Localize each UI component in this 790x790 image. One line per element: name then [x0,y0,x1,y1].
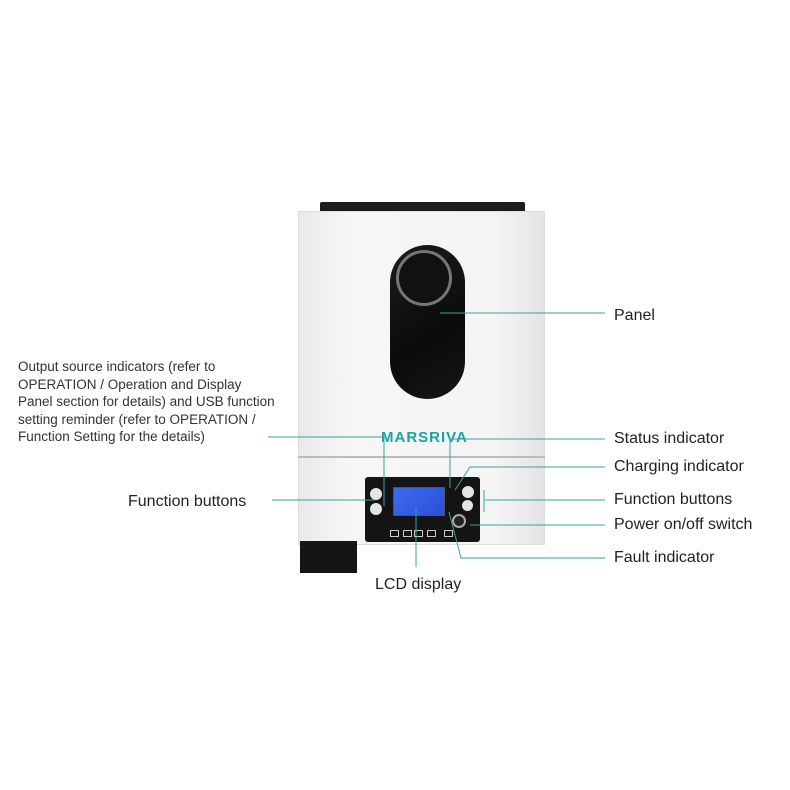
setting-button-2[interactable] [403,530,412,537]
function-button-left-1[interactable] [370,488,382,500]
brand-logo: MARSRIVA [381,429,468,446]
lcd-screen [393,487,445,516]
callout-power-switch: Power on/off switch [614,516,753,533]
callout-lcd-display: LCD display [375,576,462,593]
callout-function-buttons-right: Function buttons [614,491,733,508]
leader-output-source [268,436,385,506]
bottom-terminal-block [300,541,357,573]
panel-ring [396,250,452,306]
setting-button-4[interactable] [427,530,436,537]
callout-panel: Panel [614,307,655,324]
function-button-left-2[interactable] [370,503,382,515]
callout-status-indicator: Status indicator [614,430,725,447]
callout-fault-indicator: Fault indicator [614,549,715,566]
callout-charging-indicator: Charging indicator [614,458,744,475]
body-divider [298,456,545,458]
function-button-right-1[interactable] [462,486,474,498]
leader-charging [454,466,605,491]
callout-output-source-note: Output source indicators (refer to OPERA… [18,359,275,444]
leader-status [449,438,605,488]
leader-fault [448,511,605,559]
callout-function-buttons-left: Function buttons [128,493,247,510]
power-switch[interactable] [452,514,466,528]
setting-button-5[interactable] [444,530,453,537]
function-button-right-2[interactable] [462,500,473,511]
mounting-bracket [320,202,525,213]
setting-button-1[interactable] [390,530,399,537]
setting-button-3[interactable] [414,530,423,537]
